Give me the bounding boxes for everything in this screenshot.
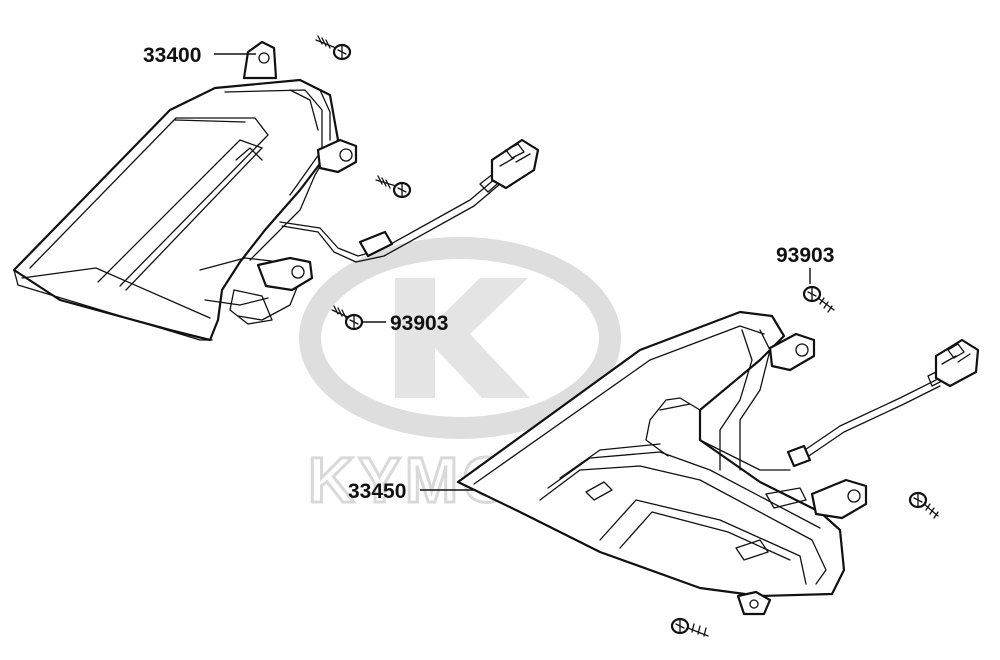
screw-icon <box>908 491 939 519</box>
right-turn-signal-lamp[interactable] <box>456 310 980 616</box>
callout-93903-right: 93903 <box>776 244 834 284</box>
part-label-33450: 33450 <box>348 480 406 503</box>
screw-icon <box>802 285 835 313</box>
callout-33450: 33450 <box>348 480 476 503</box>
screw-icon <box>315 35 352 61</box>
left-turn-signal-lamp[interactable] <box>12 40 540 342</box>
callout-33400: 33400 <box>143 44 256 67</box>
part-label-93903-left: 93903 <box>390 312 448 335</box>
part-label-33400: 33400 <box>143 44 201 67</box>
part-label-93903-right: 93903 <box>776 244 834 267</box>
callout-93903-left: 93903 <box>362 312 448 335</box>
screw-icon <box>670 617 709 637</box>
screw-icon <box>375 175 412 199</box>
screw-icon <box>331 305 364 331</box>
